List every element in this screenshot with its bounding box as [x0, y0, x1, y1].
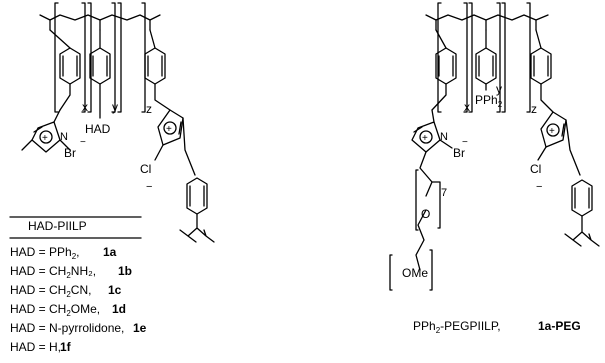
left-row-1f-id: 1f: [60, 340, 72, 354]
right-n-label: N: [440, 131, 448, 143]
right-o-label: O: [421, 207, 430, 221]
left-imid-plus-2: +: [166, 124, 172, 135]
left-row-1c-id: 1c: [108, 283, 122, 297]
left-imid-plus-1: +: [42, 133, 48, 144]
right-peg-repeat: 7: [441, 187, 447, 199]
left-row-1e-id: 1e: [133, 321, 147, 335]
right-subscript-y: y: [496, 82, 502, 96]
right-chloride: Cl: [530, 162, 541, 176]
left-subscript-x: x: [82, 100, 88, 114]
right-polymer-backbone: [425, 2, 549, 113]
right-bromide-minus: −: [462, 137, 468, 148]
right-imid-plus-2: +: [549, 126, 555, 137]
left-chloride-minus: −: [146, 181, 152, 193]
right-imid-plus-1: +: [422, 133, 428, 144]
left-bromide: Br: [64, 146, 76, 160]
left-table-rule: [9, 216, 142, 239]
left-row-1b: HAD = CH2NH₂,: [10, 264, 96, 280]
right-caption-id: 1a-PEG: [538, 319, 581, 333]
left-subscript-y: y: [112, 100, 118, 114]
left-imidazolium-ring-2: [154, 109, 196, 176]
right-caption: PPh2-PEGPIILP,: [413, 319, 501, 335]
left-row-1e: HAD = N-pyrrolidone,: [10, 321, 124, 335]
left-benzene-rings: [49, 29, 171, 119]
right-benzyl-ring: [564, 179, 600, 247]
left-subscript-z: z: [146, 102, 152, 116]
right-pph2-label: PPh2: [475, 93, 503, 109]
left-row-1a: HAD = PPh2,: [10, 245, 80, 261]
right-peg-chain: [389, 151, 441, 291]
left-row-1d-id: 1d: [112, 302, 126, 316]
left-benzyl-ring: [179, 177, 215, 243]
left-row-1f: HAD = H,: [10, 340, 61, 354]
left-row-1a-id: 1a: [103, 245, 117, 259]
left-polymer-backbone: [39, 2, 161, 113]
right-bromide: Br: [453, 146, 465, 160]
left-labels: x y z HAD N + + Br − Cl − HAD-PIILP HAD …: [10, 100, 172, 354]
left-table-header: HAD-PIILP: [28, 219, 87, 233]
left-row-1d: HAD = CH2OMe,: [10, 302, 100, 318]
left-chloride: Cl: [140, 162, 151, 176]
left-n-label: N: [60, 131, 68, 143]
left-row-1c: HAD = CH2CN,: [10, 283, 91, 299]
right-benzene-rings: [431, 29, 554, 113]
right-ome-label: OMe: [402, 266, 428, 280]
right-subscript-x: x: [464, 100, 470, 114]
right-imidazolium-ring-2: [537, 111, 581, 176]
right-subscript-z: z: [531, 102, 537, 116]
right-imidazolium-ring-1: [411, 109, 453, 153]
left-row-1b-id: 1b: [118, 264, 132, 278]
right-labels: x y z PPh2 N + + Br − Cl − 7 O OMe PPh2-…: [402, 82, 581, 335]
left-imidazolium-ring-1: [21, 109, 71, 153]
left-bromide-minus: −: [80, 137, 86, 148]
right-chloride-minus: −: [536, 181, 542, 193]
left-had-label: HAD: [85, 122, 111, 136]
